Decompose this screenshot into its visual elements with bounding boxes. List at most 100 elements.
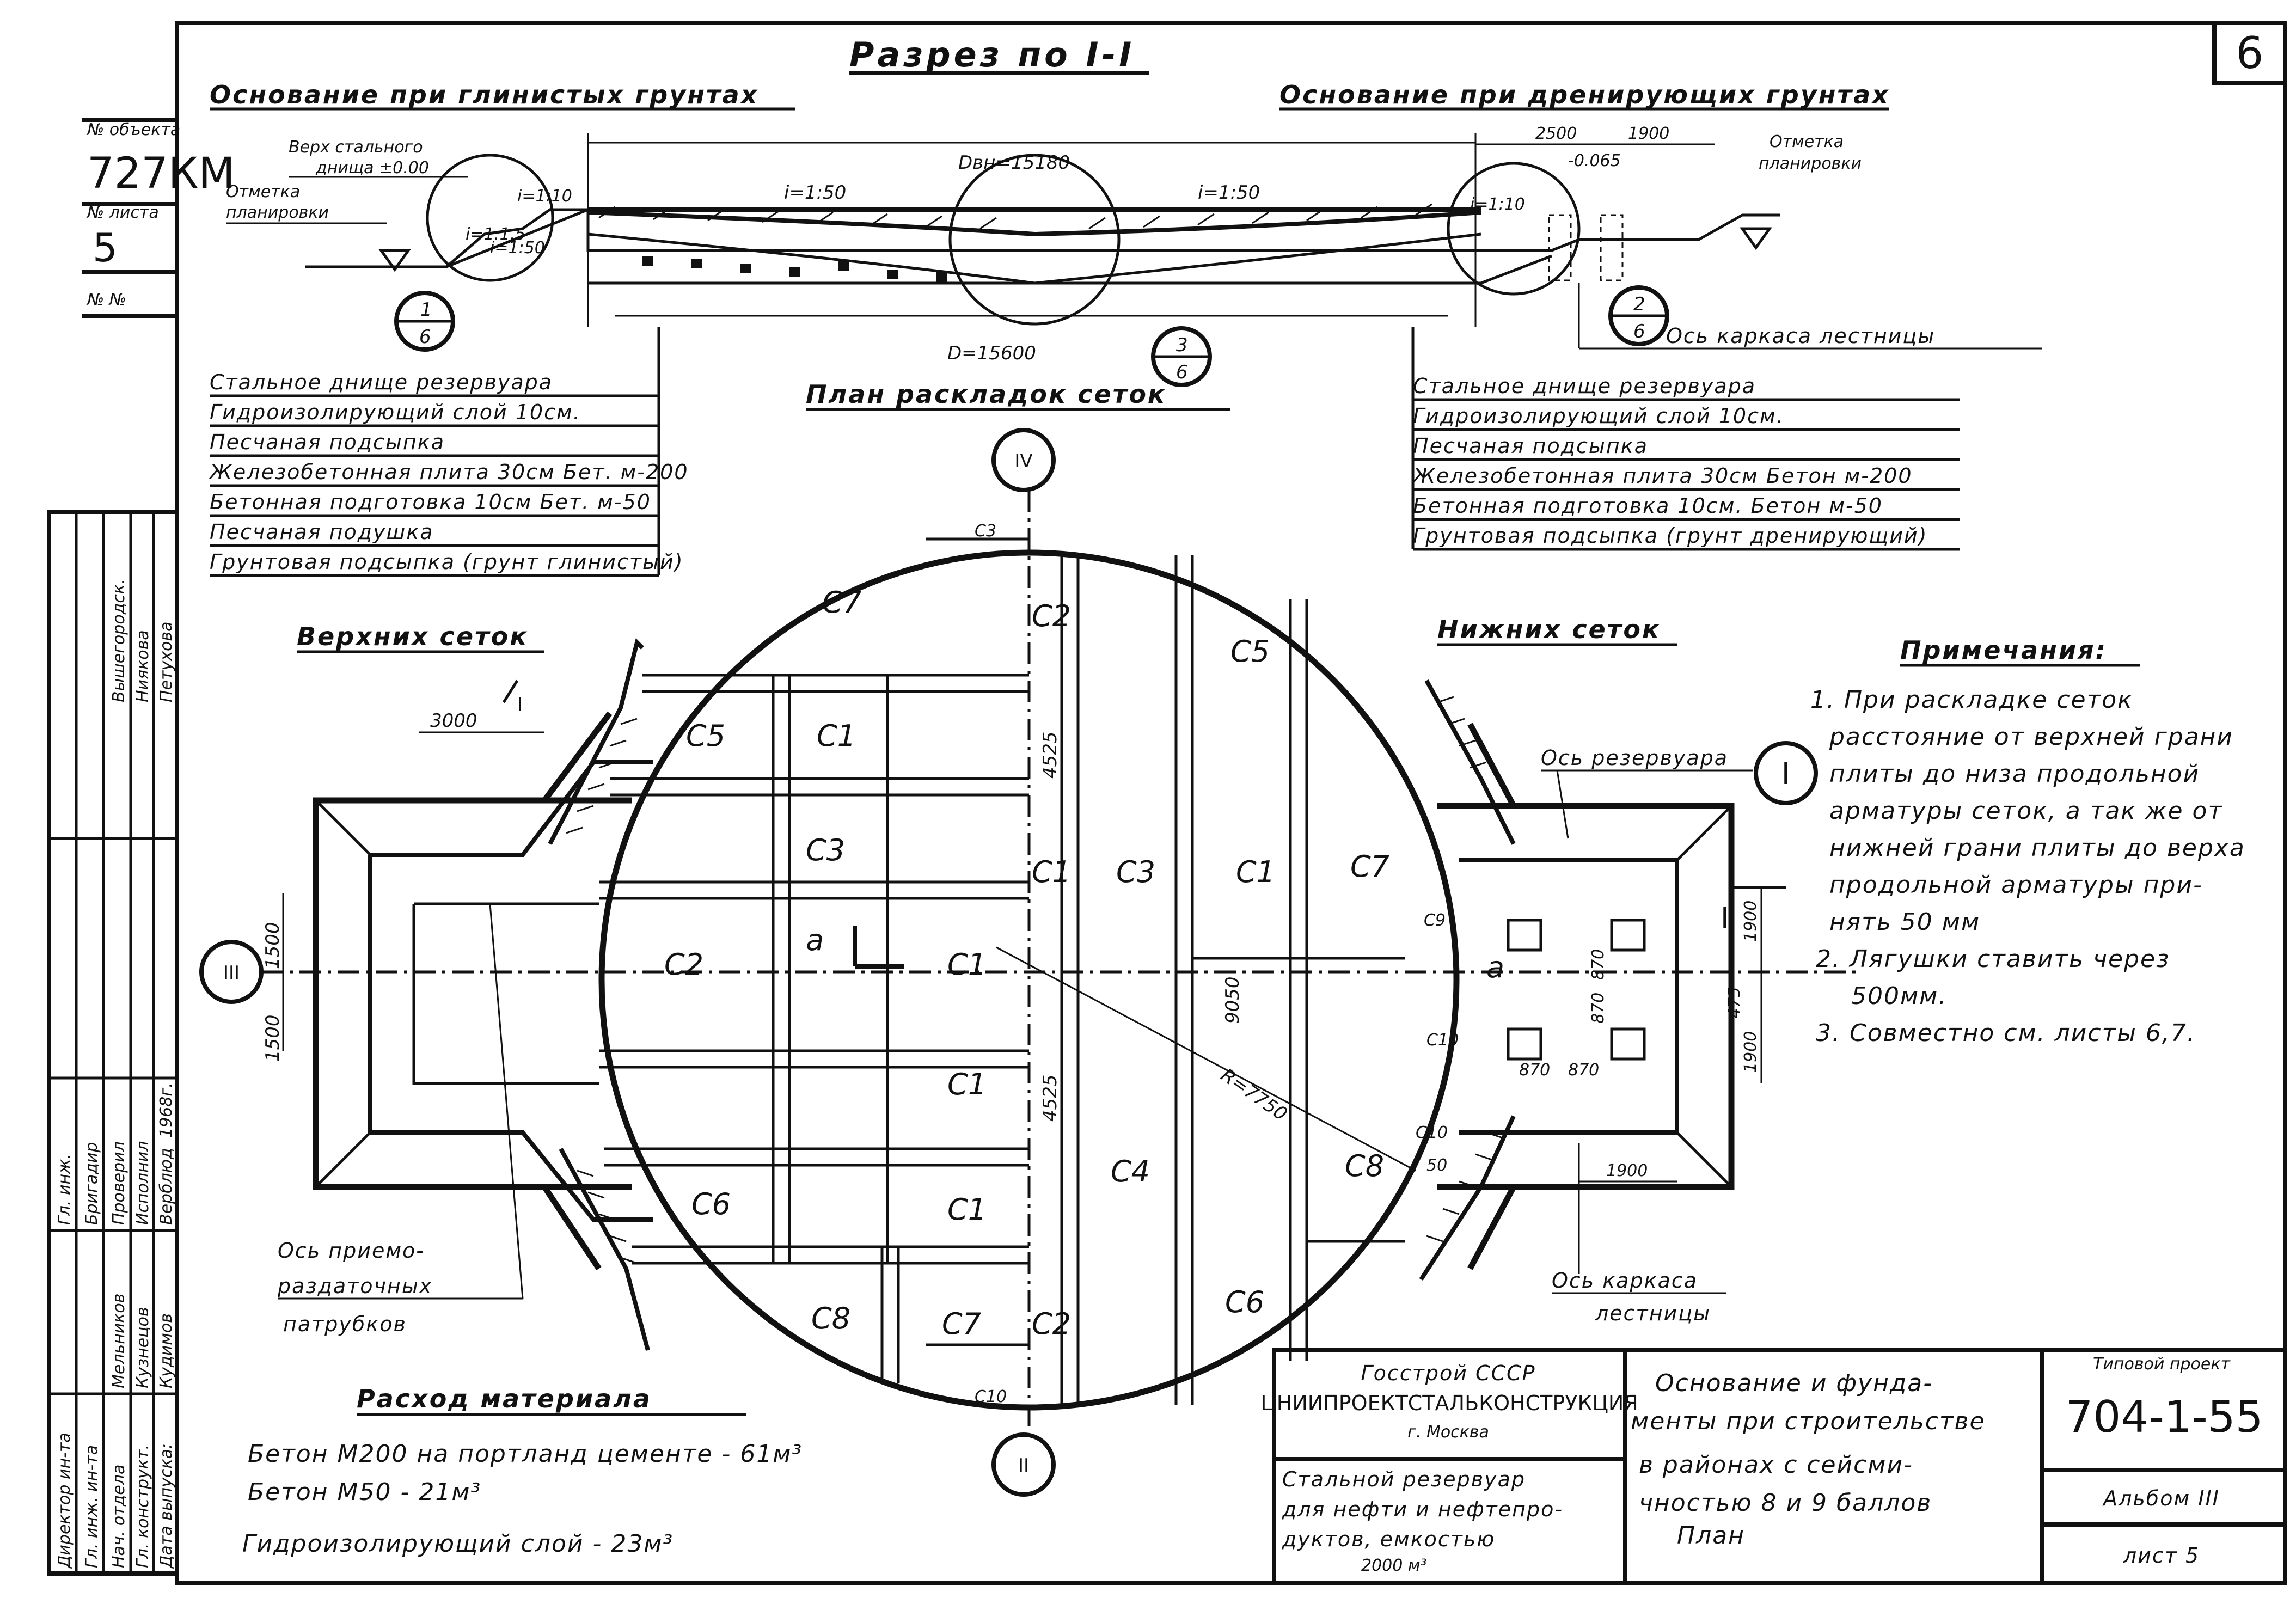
dim-50: 50 (1426, 1156, 1447, 1175)
materials: Расход материала Бетон М200 на портланд … (242, 1384, 801, 1558)
mesh-c5-right: С5 (1230, 634, 1270, 669)
section-right-heading: Основание при дренирующих грунтах (1279, 80, 1890, 109)
plan-section-mark-right: I (1721, 901, 1729, 935)
nozzle-axis-3: патрубков (283, 1312, 407, 1336)
note-line-6: продольной арматуры при- (1829, 871, 2203, 899)
org-3: г. Москва (1407, 1423, 1489, 1442)
anchor-bolts (1507, 919, 1646, 1061)
mesh-c2-left: С2 (664, 947, 703, 982)
dim-870d: 870 (1589, 993, 1608, 1024)
name-5: Вышегородск. (109, 579, 128, 702)
slope-left: i=1:50 (784, 182, 846, 204)
note-line-2: расстояние от верхней грани (1829, 723, 2233, 751)
svg-text:6: 6 (419, 326, 431, 348)
role-chief-engineer: Гл. инж. ин-та (82, 1445, 101, 1568)
mesh-c3-upper: С3 (806, 833, 845, 867)
dim-475: 475 (1725, 987, 1744, 1018)
dim-2500: 2500 (1535, 124, 1577, 143)
svg-text:2: 2 (1633, 293, 1645, 315)
sheet-label: № листа (86, 203, 159, 222)
right-upper-arc (1424, 679, 1516, 845)
node-a: а (806, 923, 824, 957)
notes-title: Примечания: (1900, 635, 2107, 665)
layer-left-7: Грунтовая подсыпка (грунт глинистый) (210, 550, 684, 574)
axis-ii: II (991, 1432, 1056, 1497)
callout-3: 3 6 (1151, 326, 1212, 387)
layer-left-1: Стальное днище резервуара (210, 370, 553, 394)
sheet-title-1: Основание и фунда- (1655, 1369, 1933, 1397)
node-a-right: а (1486, 950, 1504, 984)
right-plan-mark-1: Отметка (1770, 132, 1844, 151)
mesh-c3-top: С3 (975, 522, 996, 541)
mesh-c6-left: С6 (691, 1187, 731, 1221)
mesh-c7-top: С7 (822, 585, 861, 620)
left-plan-mark-2: планировки (226, 203, 329, 222)
object-4: 2000 м³ (1361, 1556, 1427, 1575)
dim-3000: 3000 (430, 710, 477, 732)
svg-text:3: 3 (1176, 334, 1188, 356)
sheet-title-2: менты при строительстве (1631, 1407, 1986, 1435)
callout-2: 2 6 (1608, 285, 1669, 346)
upper-meshes-title: Верхних сеток (297, 622, 529, 651)
role-checked: Проверил (109, 1141, 128, 1225)
note-line-3: плиты до низа продольной (1829, 760, 2200, 788)
mesh-c10-right2: С10 (1416, 1123, 1448, 1142)
layer-left-2: Гидроизолирующий слой 10см. (210, 400, 581, 424)
slope-right: i=1:50 (1198, 182, 1260, 204)
right-lower-arc (1419, 1115, 1516, 1281)
sheet-number: 6 (2236, 28, 2264, 78)
mesh-c10-right: С10 (1426, 1031, 1459, 1050)
ladder-axis-2: лестницы (1595, 1301, 1711, 1325)
mesh-c7-bottom: С7 (942, 1307, 981, 1341)
svg-text:II: II (1018, 1455, 1029, 1477)
note-line-4: арматуры сеток, а так же от (1829, 797, 2223, 825)
right-plan-mark-2: планировки (1759, 154, 1862, 173)
dim-1900b: 1900 (1741, 1031, 1760, 1073)
dim-1900a: 1900 (1741, 901, 1760, 942)
project-label: Типовой проект (2093, 1355, 2231, 1374)
side-sheet-no: 5 (93, 225, 118, 271)
mark-0065: -0.065 (1568, 151, 1621, 170)
layers-right: Стальное днище резервуара Гидроизолирующ… (1411, 327, 1960, 551)
svg-text:IV: IV (1014, 450, 1032, 472)
svg-text:III: III (223, 962, 240, 984)
left-plan-mark-1: Отметка (226, 182, 300, 201)
note-line-1: 1. При раскладке сеток (1810, 686, 2133, 714)
ladder-axis-1: Ось каркаса (1552, 1269, 1698, 1293)
materials-line-3: Гидроизолирующий слой - 23м³ (242, 1530, 674, 1558)
section-blocks (642, 256, 947, 282)
note-line-10: 3. Совместно см. листы 6,7. (1816, 1019, 2196, 1047)
layers-left: Стальное днище резервуара Гидроизолирующ… (209, 327, 688, 577)
mesh-c1-upper: С1 (817, 719, 856, 753)
dim-1500b: 1500 (262, 1014, 284, 1062)
name-4: Верблюд (157, 1148, 176, 1225)
layer-right-2: Гидроизолирующий слой 10см. (1413, 404, 1784, 428)
section-ladder-axis: Ось каркаса лестницы (1666, 324, 1935, 348)
mesh-c1-lower: С1 (947, 1067, 987, 1101)
section-view: Разрез по I-I Основание при глинистых гр… (210, 35, 2042, 387)
mesh-c9: С9 (1424, 911, 1446, 930)
section-title: Разрез по I-I (849, 35, 1135, 75)
svg-text:1: 1 (420, 299, 432, 321)
role-executed: Исполнил (133, 1141, 152, 1225)
svg-text:6: 6 (1633, 321, 1645, 342)
mesh-grid (599, 537, 1405, 1405)
mesh-c1-mid: С1 (1236, 855, 1275, 889)
dim-870a: 870 (1519, 1061, 1550, 1080)
title-block: Госстрой СССР ЦНИИПРОЕКТСТАЛЬКОНСТРУКЦИЯ… (1260, 1348, 2287, 1585)
mesh-c6-right: С6 (1225, 1285, 1264, 1319)
materials-line-2: Бетон М50 - 21м³ (248, 1478, 481, 1506)
notes: Примечания: 1. При раскладке сеток расст… (1810, 635, 2244, 1047)
dim-4525b: 4525 (1039, 1074, 1061, 1122)
object-label: № объекта (86, 120, 180, 139)
slope-right-110: i=1:10 (1470, 195, 1525, 214)
dim-4525a: 4525 (1039, 731, 1061, 779)
mesh-c2-bottom: С2 (1032, 1307, 1071, 1341)
tank-axis-label: Ось резервуара (1541, 746, 1728, 770)
mesh-c2-top: С2 (1032, 599, 1071, 633)
lower-meshes-title: Нижних сеток (1437, 615, 1661, 644)
role-chief-eng: Гл. инж. (55, 1154, 74, 1225)
callout-1: 1 6 (394, 291, 455, 352)
